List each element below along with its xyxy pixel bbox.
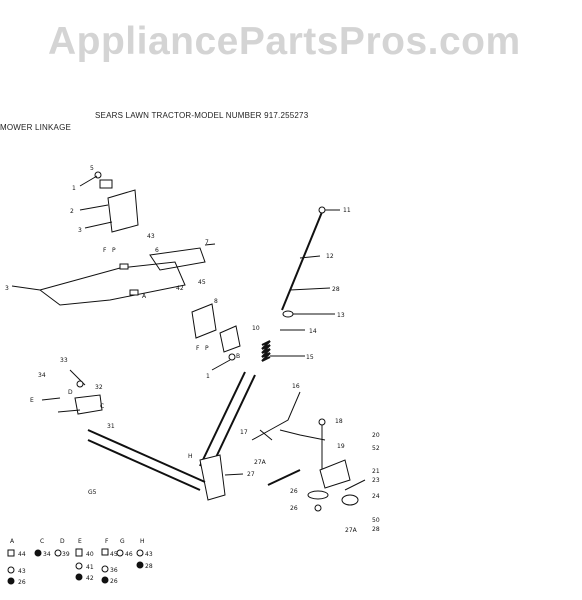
svg-text:C: C (40, 538, 44, 545)
svg-text:E: E (30, 397, 34, 404)
svg-text:26: 26 (290, 505, 298, 512)
svg-text:5: 5 (90, 165, 94, 172)
svg-text:20: 20 (372, 432, 380, 439)
svg-text:H: H (140, 538, 145, 545)
svg-text:15: 15 (306, 354, 314, 361)
lift-rod (280, 206, 340, 331)
svg-text:28: 28 (145, 563, 153, 570)
svg-text:27A: 27A (254, 459, 267, 466)
svg-text:23: 23 (372, 477, 380, 484)
svg-text:42: 42 (86, 575, 94, 582)
svg-text:1: 1 (72, 185, 76, 192)
svg-text:17: 17 (240, 429, 248, 436)
bracket-assembly-middle (191, 303, 241, 371)
svg-text:50: 50 (372, 517, 380, 524)
svg-text:2: 2 (70, 208, 74, 215)
svg-text:12: 12 (326, 253, 334, 260)
svg-text:A: A (142, 293, 147, 300)
svg-text:45: 45 (198, 279, 206, 286)
svg-text:11: 11 (343, 207, 351, 214)
svg-text:27: 27 (247, 471, 255, 478)
svg-text:13: 13 (337, 312, 345, 319)
svg-text:F: F (103, 247, 107, 254)
linkage-left (41, 369, 103, 415)
svg-text:32: 32 (95, 384, 103, 391)
diagram-title: SEARS LAWN TRACTOR-MODEL NUMBER 917.2552… (95, 111, 309, 120)
svg-text:G: G (120, 538, 125, 545)
svg-text:6: 6 (155, 247, 159, 254)
svg-text:F: F (196, 345, 200, 352)
svg-text:21: 21 (372, 468, 380, 475)
svg-text:52: 52 (372, 445, 380, 452)
svg-text:A: A (10, 538, 15, 545)
svg-text:41: 41 (86, 564, 94, 571)
svg-text:D: D (68, 389, 73, 396)
svg-text:33: 33 (60, 357, 68, 364)
svg-text:31: 31 (107, 423, 115, 430)
hardware-legend: A C D E F G H 44 43 26 34 39 40 41 42 45 (7, 538, 153, 586)
svg-text:26: 26 (110, 578, 118, 585)
lift-plates (11, 243, 216, 306)
svg-text:E: E (78, 538, 82, 545)
bracket-assembly-top (79, 171, 139, 233)
svg-text:45: 45 (110, 551, 118, 558)
svg-text:28: 28 (372, 526, 380, 533)
svg-text:39: 39 (62, 551, 70, 558)
spring (261, 340, 305, 362)
svg-text:P: P (112, 247, 116, 254)
svg-text:42: 42 (176, 285, 184, 292)
svg-text:34: 34 (43, 551, 51, 558)
callout-labels: 1 2 3 5 F P 43 7 6 45 3 A 42 8 10 F P B … (5, 165, 380, 534)
svg-text:27A: 27A (345, 527, 358, 534)
svg-text:G5: G5 (88, 489, 97, 496)
svg-text:8: 8 (214, 298, 218, 305)
svg-text:46: 46 (125, 551, 133, 558)
svg-text:16: 16 (292, 383, 300, 390)
svg-text:7: 7 (205, 239, 209, 246)
section-title: MOWER LINKAGE (0, 123, 72, 132)
svg-text:10: 10 (252, 325, 260, 332)
svg-text:40: 40 (86, 551, 94, 558)
svg-text:3: 3 (78, 227, 82, 234)
svg-text:D: D (60, 538, 65, 545)
svg-text:26: 26 (18, 579, 26, 586)
svg-text:18: 18 (335, 418, 343, 425)
svg-text:F: F (105, 538, 109, 545)
svg-text:B: B (236, 353, 240, 360)
svg-text:43: 43 (145, 551, 153, 558)
watermark: AppliancePartsPros.com (48, 20, 521, 63)
svg-text:3: 3 (5, 285, 9, 292)
svg-text:H: H (188, 453, 193, 460)
svg-text:43: 43 (147, 233, 155, 240)
svg-text:14: 14 (309, 328, 317, 335)
svg-text:43: 43 (18, 568, 26, 575)
svg-text:24: 24 (372, 493, 380, 500)
lift-arm-shaft (87, 371, 256, 501)
svg-text:44: 44 (18, 551, 26, 558)
svg-text:26: 26 (290, 488, 298, 495)
svg-text:1: 1 (206, 373, 210, 380)
svg-text:C: C (100, 403, 104, 410)
svg-text:36: 36 (110, 567, 118, 574)
svg-text:28: 28 (332, 286, 340, 293)
svg-text:19: 19 (337, 443, 345, 450)
svg-text:34: 34 (38, 372, 46, 379)
svg-text:P: P (205, 345, 209, 352)
linkage-right (251, 391, 366, 512)
